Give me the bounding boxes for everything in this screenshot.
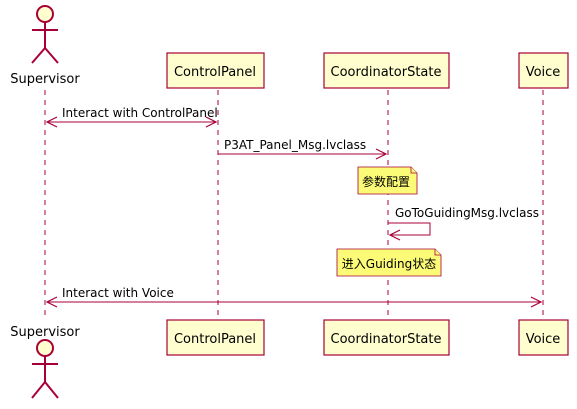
note-label: 进入Guiding状态 — [342, 257, 436, 271]
actor-head-icon — [36, 5, 54, 23]
participant-label-coordinator-state-bottom: CoordinatorState — [331, 332, 442, 347]
actor-supervisor-top: Supervisor — [10, 5, 80, 87]
arrow-left-icon — [45, 296, 58, 308]
message-goto-guiding: GoToGuidingMsg.lvclass — [388, 206, 539, 241]
message-label: GoToGuidingMsg.lvclass — [395, 206, 539, 220]
note-label: 参数配置 — [362, 174, 410, 189]
message-panel-msg: P3AT_Panel_Msg.lvclass — [218, 138, 388, 160]
note-param-config: 参数配置 — [357, 166, 418, 195]
arrow-left-icon — [388, 229, 401, 241]
participant-coordinator-state-top: CoordinatorState — [323, 52, 450, 89]
participant-coordinator-state-bottom: CoordinatorState — [323, 319, 450, 356]
note-enter-guiding: 进入Guiding状态 — [336, 248, 442, 277]
participant-label-coordinator-state-top: CoordinatorState — [331, 65, 442, 80]
message-label: Interact with ControlPanel — [62, 106, 218, 120]
arrow-right-icon — [530, 296, 543, 308]
participant-voice-top: Voice — [518, 52, 569, 89]
message-label: P3AT_Panel_Msg.lvclass — [224, 138, 366, 152]
participant-label-supervisor-top: Supervisor — [10, 72, 80, 87]
participant-label-supervisor-bottom: Supervisor — [10, 325, 80, 340]
actor-supervisor-bottom: Supervisor — [10, 325, 80, 399]
message-interact-control-panel: Interact with ControlPanel — [45, 106, 218, 128]
message-label: Interact with Voice — [62, 286, 174, 300]
participant-control-panel-top: ControlPanel — [166, 52, 265, 89]
participant-label-voice-bottom: Voice — [526, 332, 561, 347]
participant-label-voice-top: Voice — [526, 65, 561, 80]
actor-head-icon — [36, 339, 54, 357]
participant-label-control-panel-bottom: ControlPanel — [174, 332, 256, 347]
participant-label-control-panel-top: ControlPanel — [174, 65, 256, 80]
participant-voice-bottom: Voice — [518, 319, 569, 356]
message-interact-voice: Interact with Voice — [45, 286, 543, 308]
arrow-right-icon — [205, 116, 218, 128]
participant-control-panel-bottom: ControlPanel — [166, 319, 265, 356]
arrow-right-icon — [375, 148, 388, 160]
arrow-left-icon — [45, 116, 58, 128]
